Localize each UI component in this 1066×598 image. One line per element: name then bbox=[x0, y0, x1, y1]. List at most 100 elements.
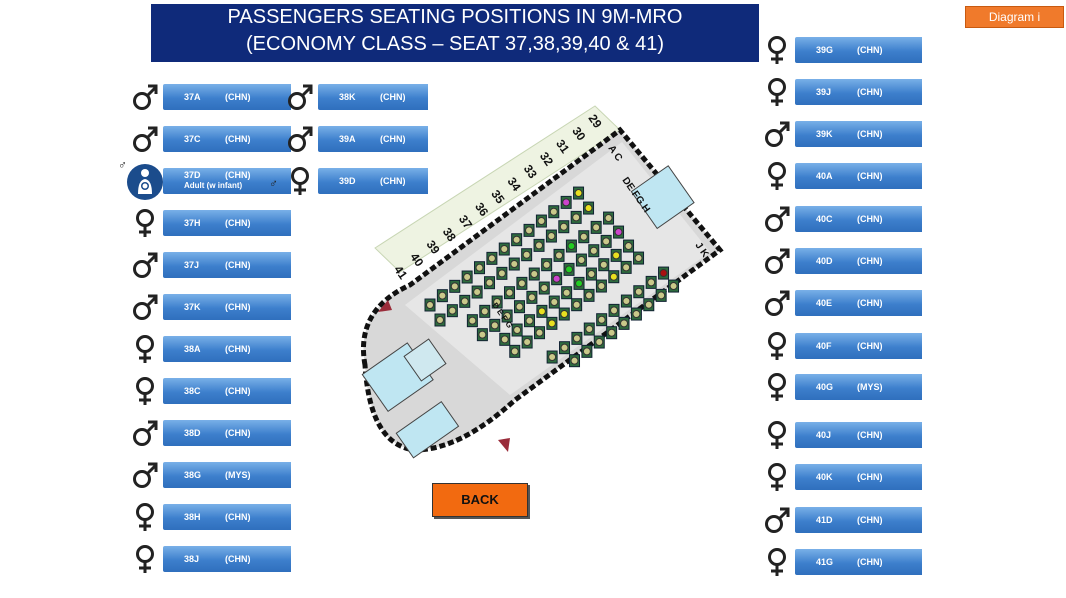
seat-label-38j[interactable]: 38J(CHN) bbox=[163, 546, 291, 572]
seat-occupant-mark bbox=[597, 282, 606, 291]
seat-label-41g[interactable]: 41G(CHN) bbox=[795, 549, 922, 575]
seat-occupant-mark bbox=[572, 300, 581, 309]
seat-label-38g[interactable]: 38G(MYS) bbox=[163, 462, 291, 488]
seat-label-37d[interactable]: 37D(CHN)Adult (w infant)♂ bbox=[163, 168, 291, 194]
seat-number: 40C bbox=[816, 214, 833, 224]
seat-label-37h[interactable]: 37H(CHN) bbox=[163, 210, 291, 236]
seat-occupant-mark bbox=[559, 222, 568, 231]
seat-occupant-mark bbox=[644, 300, 653, 309]
seat-occupant-mark bbox=[485, 278, 494, 287]
seat-nationality: (CHN) bbox=[380, 176, 406, 186]
seat-nationality: (CHN) bbox=[380, 134, 406, 144]
seat-nationality: (CHN) bbox=[857, 171, 883, 181]
seat-occupant-mark bbox=[609, 272, 618, 281]
female-icon bbox=[131, 208, 159, 238]
seat-nationality: (MYS) bbox=[857, 382, 883, 392]
female-icon bbox=[131, 502, 159, 532]
seat-label-39d[interactable]: 39D(CHN) bbox=[318, 168, 428, 194]
seat-occupant-mark bbox=[597, 315, 606, 324]
seat-label-38k[interactable]: 38K(CHN) bbox=[318, 84, 428, 110]
seat-occupant-mark bbox=[585, 325, 594, 334]
title-line-1: PASSENGERS SEATING POSITIONS IN 9M-MRO bbox=[227, 6, 683, 28]
female-icon bbox=[763, 331, 791, 361]
seat-occupant-mark bbox=[570, 356, 579, 365]
male-icon bbox=[763, 204, 791, 234]
seat-nationality: (MYS) bbox=[225, 470, 251, 480]
seat-nationality: (CHN) bbox=[857, 557, 883, 567]
seat-occupant-mark bbox=[560, 343, 569, 352]
seat-label-37j[interactable]: 37J(CHN) bbox=[163, 252, 291, 278]
seat-occupant-mark bbox=[535, 328, 544, 337]
seat-occupant-mark bbox=[542, 260, 551, 269]
seat-number: 40F bbox=[816, 341, 832, 351]
male-icon bbox=[763, 288, 791, 318]
seat-label-40a[interactable]: 40A (CHN) bbox=[795, 163, 922, 189]
seat-label-38h[interactable]: 38H(CHN) bbox=[163, 504, 291, 530]
title-line-2: (ECONOMY CLASS – SEAT 37,38,39,40 & 41) bbox=[246, 33, 664, 55]
male-icon bbox=[131, 292, 159, 322]
seat-occupant-mark bbox=[579, 232, 588, 241]
seat-number: 38H bbox=[184, 512, 201, 522]
seat-occupant-mark bbox=[602, 237, 611, 246]
seat-occupant-mark bbox=[634, 287, 643, 296]
seat-label-37a[interactable]: 37A(CHN) bbox=[163, 84, 291, 110]
male-icon bbox=[286, 124, 314, 154]
seat-number: 40A bbox=[816, 171, 833, 181]
back-button[interactable]: BACK bbox=[432, 483, 528, 517]
seat-nationality: (CHN) bbox=[857, 341, 883, 351]
seat-nationality: (CHN) bbox=[225, 386, 251, 396]
seat-occupant-mark bbox=[500, 245, 509, 254]
seat-number: 37D bbox=[184, 170, 201, 180]
seat-label-37c[interactable]: 37C(CHN) bbox=[163, 126, 291, 152]
seat-label-39k[interactable]: 39K(CHN) bbox=[795, 121, 922, 147]
seat-occupant-mark bbox=[510, 260, 519, 269]
seat-nationality: (CHN) bbox=[225, 260, 251, 270]
seat-occupant-mark bbox=[560, 310, 569, 319]
seat-occupant-mark bbox=[585, 291, 594, 300]
seat-label-38a[interactable]: 38A(CHN) bbox=[163, 336, 291, 362]
seat-occupant-mark bbox=[487, 254, 496, 263]
seat-nationality: (CHN) bbox=[857, 214, 883, 224]
female-icon bbox=[763, 420, 791, 450]
seat-label-41d[interactable]: 41D(CHN) bbox=[795, 507, 922, 533]
seat-label-38d[interactable]: 38D(CHN) bbox=[163, 420, 291, 446]
seat-occupant-mark bbox=[632, 310, 641, 319]
seat-occupant-mark bbox=[552, 274, 561, 283]
page-title: PASSENGERS SEATING POSITIONS IN 9M-MRO (… bbox=[151, 4, 759, 62]
seat-number: 39J bbox=[816, 87, 832, 97]
seat-occupant-mark bbox=[584, 204, 593, 213]
male-icon bbox=[763, 246, 791, 276]
seat-label-40e[interactable]: 40E(CHN) bbox=[795, 290, 922, 316]
male-icon: ♂ bbox=[269, 176, 278, 190]
diagram-tag[interactable]: Diagram i bbox=[965, 6, 1064, 28]
seat-occupant-mark bbox=[610, 306, 619, 315]
seat-occupant-mark bbox=[436, 316, 444, 324]
seat-label-40f[interactable]: 40F (CHN) bbox=[795, 333, 922, 359]
seat-occupant-mark bbox=[503, 312, 512, 321]
seat-label-40d[interactable]: 40D(CHN) bbox=[795, 248, 922, 274]
seat-label-38c[interactable]: 38C(CHN) bbox=[163, 378, 291, 404]
female-icon bbox=[286, 166, 314, 196]
seat-label-40c[interactable]: 40C (CHN) bbox=[795, 206, 922, 232]
seat-label-39g[interactable]: 39G(CHN) bbox=[795, 37, 922, 63]
seat-label-39j[interactable]: 39J(CHN) bbox=[795, 79, 922, 105]
seat-occupant-mark bbox=[620, 319, 629, 328]
seat-occupant-mark bbox=[512, 235, 521, 244]
seat-occupant-mark bbox=[475, 263, 484, 272]
seat-occupant-mark bbox=[547, 232, 556, 241]
seat-occupant-mark bbox=[562, 288, 571, 297]
seat-nationality: (CHN) bbox=[857, 129, 883, 139]
seat-occupant-mark bbox=[515, 302, 524, 311]
seat-label-40k[interactable]: 40K(CHN) bbox=[795, 464, 922, 490]
seat-occupant-mark bbox=[577, 256, 586, 265]
seat-occupant-mark bbox=[527, 293, 536, 302]
seat-number: 37H bbox=[184, 218, 201, 228]
seat-label-40g[interactable]: 40G(MYS) bbox=[795, 374, 922, 400]
seat-label-39a[interactable]: 39A(CHN) bbox=[318, 126, 428, 152]
seat-occupant-mark bbox=[525, 316, 534, 325]
seat-label-37k[interactable]: 37K(CHN) bbox=[163, 294, 291, 320]
female-icon bbox=[763, 161, 791, 191]
seat-occupant-mark bbox=[595, 338, 604, 347]
seat-label-40j[interactable]: 40J(CHN) bbox=[795, 422, 922, 448]
seat-occupant-mark bbox=[497, 269, 506, 278]
